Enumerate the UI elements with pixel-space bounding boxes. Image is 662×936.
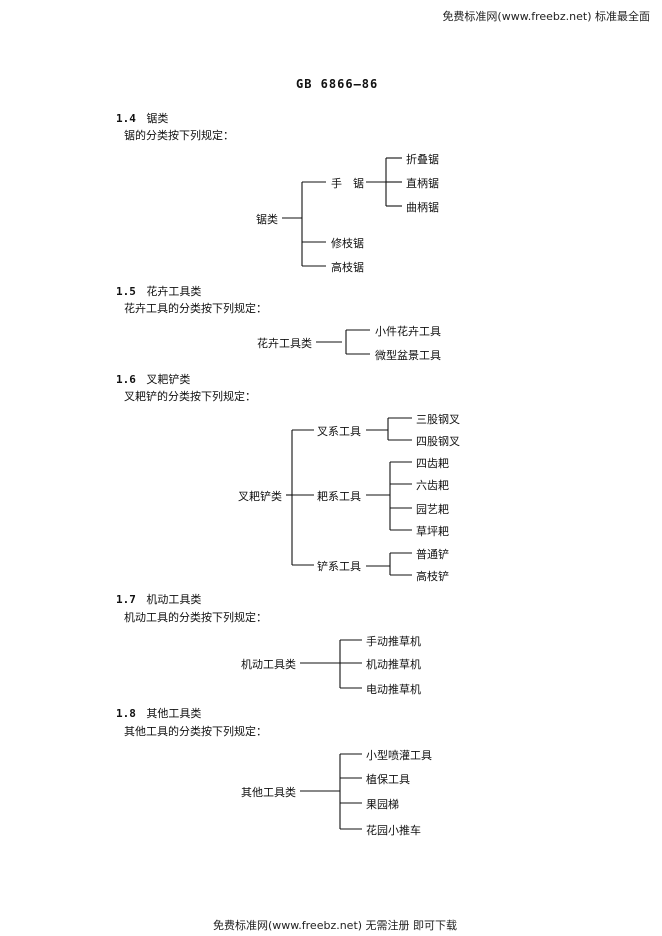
standard-code: GB 6866—86 (296, 77, 379, 91)
section-heading-1-7: 1.7 机动工具类 (116, 591, 201, 607)
section-number: 1.6 (116, 373, 136, 386)
section-intro: 其他工具的分类按下列规定： (124, 725, 267, 738)
tree-root: 叉耙铲类 (237, 488, 283, 504)
section-intro: 锯的分类按下列规定： (124, 129, 234, 142)
tree-leaf: 果园梯 (365, 796, 400, 812)
tree-leaf: 小型喷灌工具 (365, 747, 433, 763)
section-title: 叉耙铲类 (146, 373, 191, 386)
tree-leaf: 四齿耙 (415, 455, 450, 471)
tree-root: 锯类 (255, 211, 279, 227)
section-title: 机动工具类 (146, 593, 202, 606)
tree-branch: 耙系工具 (316, 488, 362, 504)
section-intro: 叉耙铲的分类按下列规定： (124, 390, 256, 403)
watermark-top: 免费标准网(www.freebz.net) 标准最全面 (442, 10, 650, 23)
tree-leaf: 高枝铲 (415, 568, 450, 584)
tree-leaf: 微型盆景工具 (374, 347, 442, 363)
tree-leaf: 手动推草机 (365, 633, 422, 649)
section-number: 1.7 (116, 593, 136, 606)
section-heading-1-4: 1.4 锯类 (116, 110, 168, 126)
section-heading-1-6: 1.6 叉耙铲类 (116, 371, 190, 387)
section-intro: 花卉工具的分类按下列规定： (124, 302, 267, 315)
tree-branch: 高枝锯 (330, 259, 365, 275)
tree-leaf: 园艺耙 (415, 501, 450, 517)
tree-leaf: 四股钢叉 (415, 433, 461, 449)
tree-leaf: 电动推草机 (365, 681, 422, 697)
section-title: 花卉工具类 (146, 285, 202, 298)
tree-leaf: 花园小推车 (365, 822, 422, 838)
section-heading-1-8: 1.8 其他工具类 (116, 705, 201, 721)
tree-leaf: 折叠锯 (405, 151, 440, 167)
tree-leaf: 曲柄锯 (405, 199, 440, 215)
tree-leaf: 六齿耙 (415, 477, 450, 493)
tree-branch: 叉系工具 (316, 423, 362, 439)
footer-watermark: 免费标准网(www.freebz.net) 无需注册 即可下载 (213, 919, 458, 932)
tree-root: 机动工具类 (240, 656, 297, 672)
section-title: 其他工具类 (146, 707, 202, 720)
tree-leaf: 小件花卉工具 (374, 323, 442, 339)
tree-branch: 手 锯 (330, 175, 365, 191)
tree-leaf: 机动推草机 (365, 656, 422, 672)
tree-leaf: 植保工具 (365, 771, 411, 787)
tree-leaf: 草坪耙 (415, 523, 450, 539)
section-title: 锯类 (146, 112, 169, 125)
tree-branch: 铲系工具 (316, 558, 362, 574)
tree-branch: 修枝锯 (330, 235, 365, 251)
tree-leaf: 直柄锯 (405, 175, 440, 191)
tree-root: 其他工具类 (240, 784, 297, 800)
tree-root: 花卉工具类 (256, 335, 313, 351)
section-number: 1.4 (116, 112, 136, 125)
section-number: 1.8 (116, 707, 136, 720)
section-intro: 机动工具的分类按下列规定： (124, 611, 267, 624)
section-heading-1-5: 1.5 花卉工具类 (116, 283, 201, 299)
tree-leaf: 普通铲 (415, 546, 450, 562)
section-number: 1.5 (116, 285, 136, 298)
tree-leaf: 三股钢叉 (415, 411, 461, 427)
